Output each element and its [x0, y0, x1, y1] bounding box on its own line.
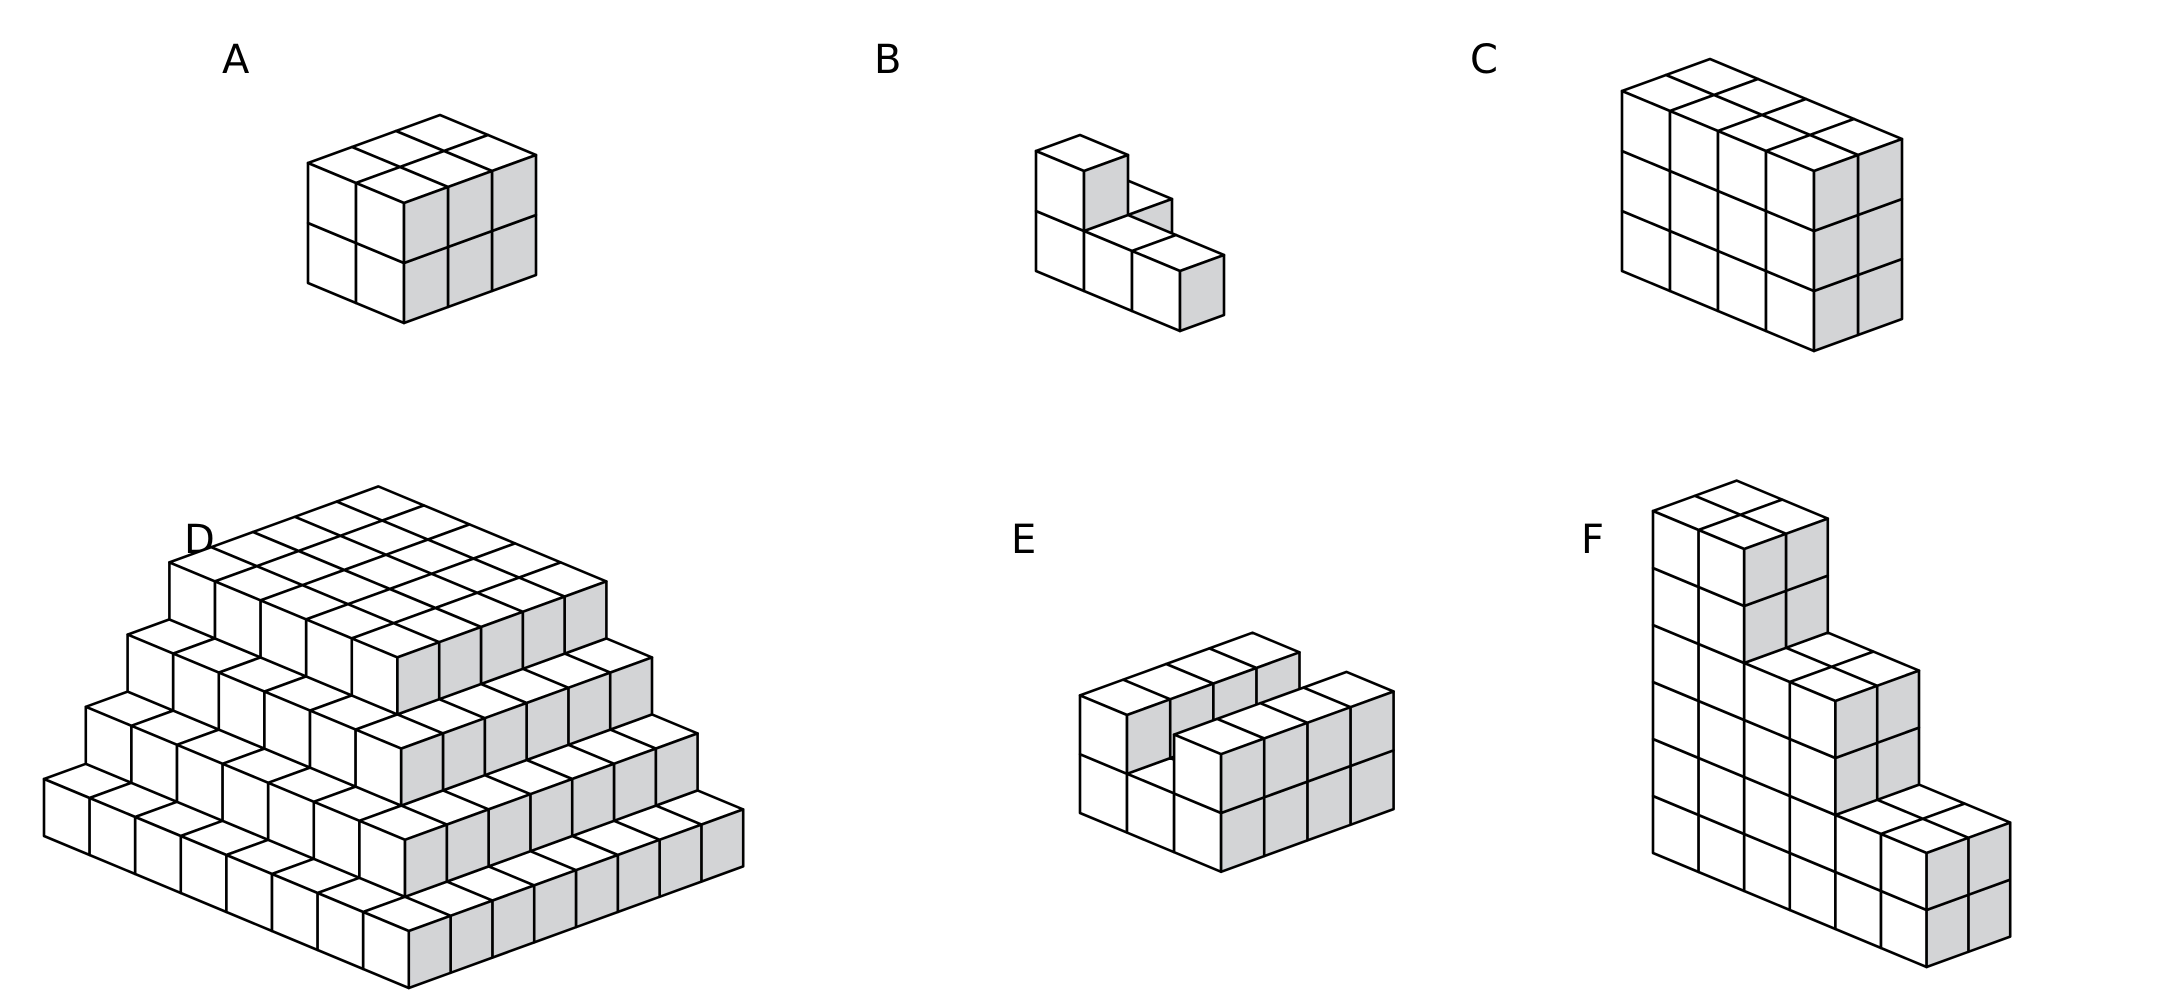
- figure-label-e: E: [1011, 517, 1037, 563]
- figure-b-cube-corner: [1034, 133, 1226, 333]
- cube-face: [407, 914, 452, 990]
- cube-face: [1125, 697, 1172, 776]
- cube-face: [402, 185, 450, 265]
- figure-f-cube-steps: [1651, 479, 2012, 969]
- cube-face: [1219, 737, 1266, 815]
- figure-d-cube-staircase: [42, 485, 745, 990]
- figure-a-cube-block: [306, 113, 538, 325]
- cube-face: [403, 823, 449, 899]
- cube-face: [1925, 836, 1970, 912]
- figure-label-b: B: [874, 37, 902, 83]
- cube-face: [1178, 253, 1226, 333]
- figure-label-f: F: [1581, 517, 1605, 563]
- figure-label-c: C: [1470, 37, 1498, 83]
- cube-face: [1082, 153, 1130, 233]
- cube-face: [1834, 684, 1879, 760]
- cube-face: [399, 732, 445, 807]
- cube-face: [1812, 153, 1860, 233]
- cube-face: [396, 640, 441, 716]
- figure-label-a: A: [222, 37, 250, 83]
- figure-e-cube-rows: [1078, 631, 1395, 874]
- cube-face: [1742, 532, 1788, 608]
- figure-c-cube-block: [1620, 57, 1904, 353]
